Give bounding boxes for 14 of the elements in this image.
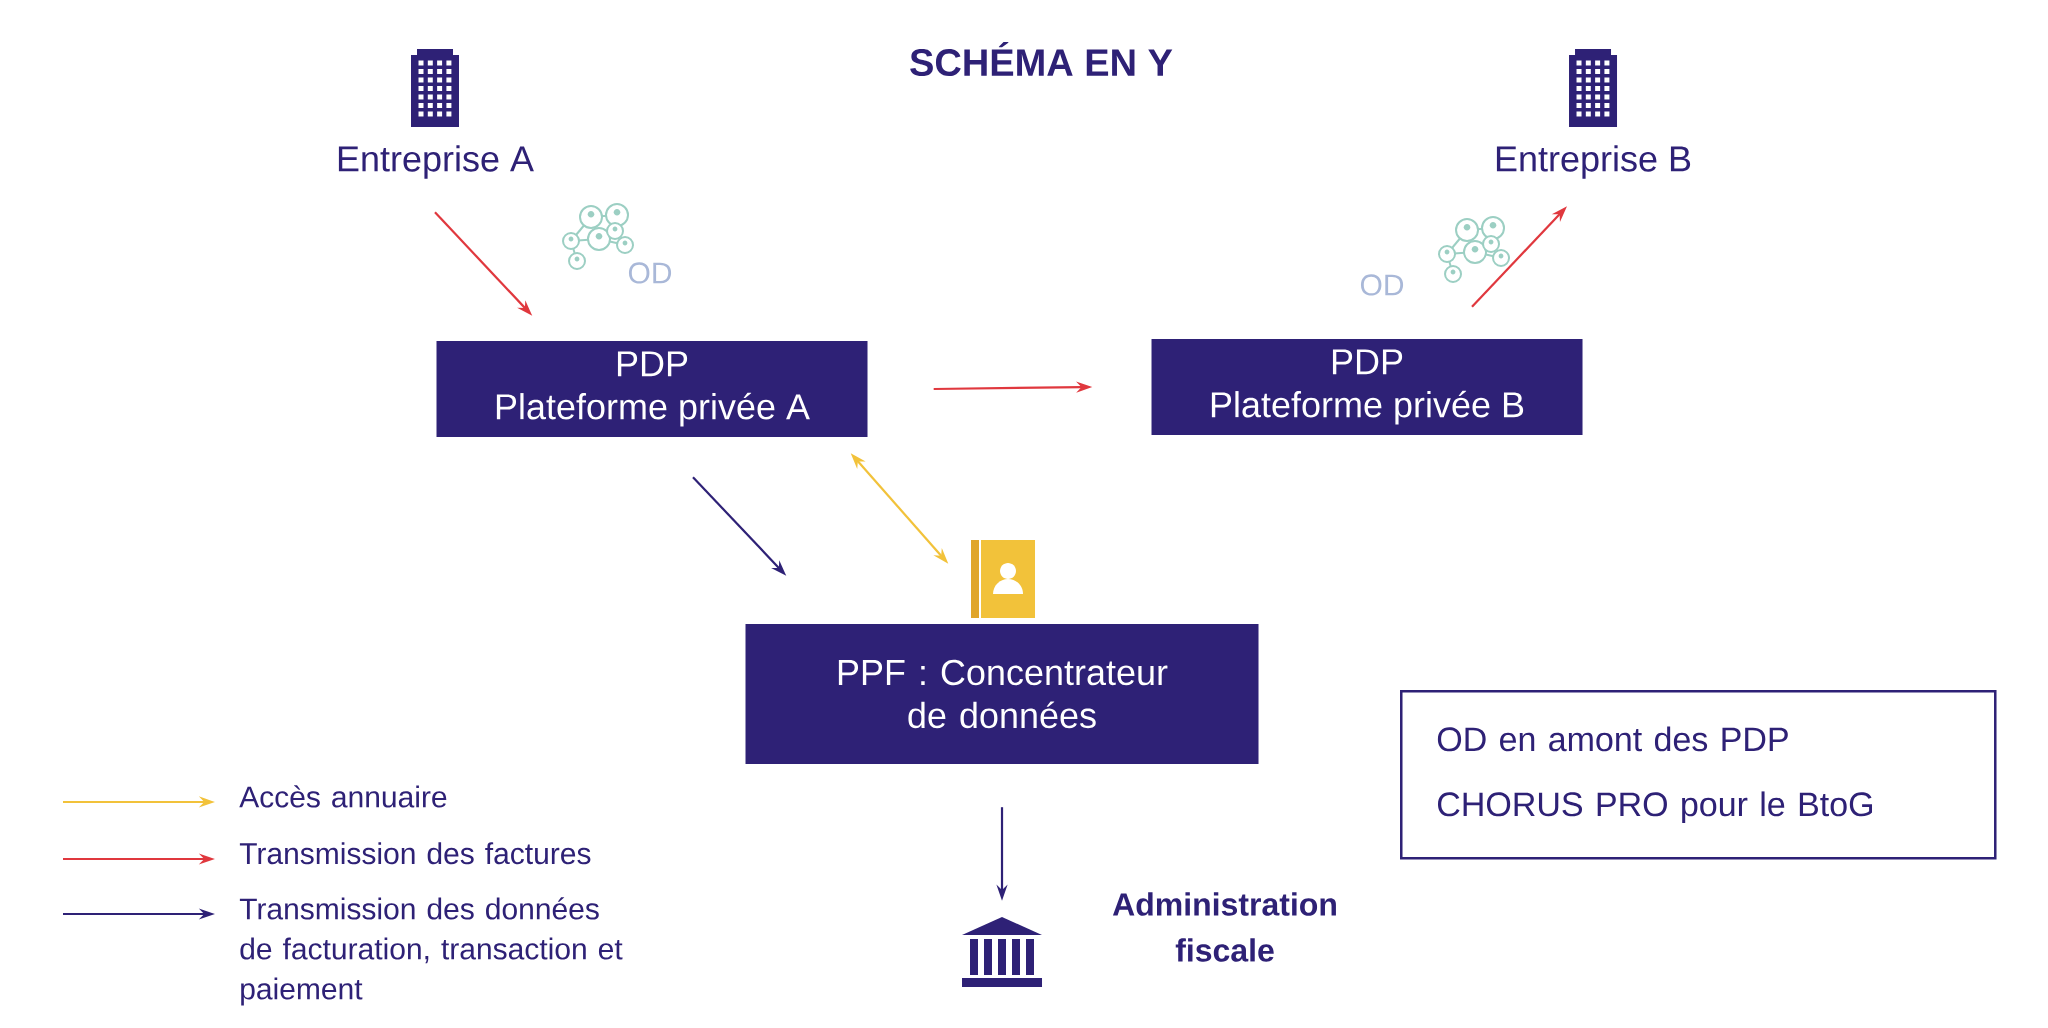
legend-text: Accès annuaire (239, 785, 447, 808)
note-box: OD en amont des PDP CHORUS PRO pour le BtoG (1400, 690, 1997, 860)
directory-icon (971, 540, 1035, 618)
caption-text: Administration fiscale (1112, 892, 1336, 962)
legend-text: Transmission des factures (239, 842, 591, 865)
od-label: OD (1360, 274, 1404, 296)
concentrator-box: PPF : Concentrateur de données (745, 624, 1259, 764)
legend-text: Transmission des données de facturation, transaction et paiement (239, 897, 623, 1006)
od-label: OD (628, 262, 672, 284)
platform-box: PDP Plateforme privée B (1151, 339, 1583, 435)
company-label: Entreprise A (338, 145, 534, 179)
company-label: Entreprise B (1496, 145, 1691, 179)
title: SCHÉMA EN Y (910, 41, 1173, 76)
platform-box: PDP Plateforme privée A (436, 341, 868, 437)
